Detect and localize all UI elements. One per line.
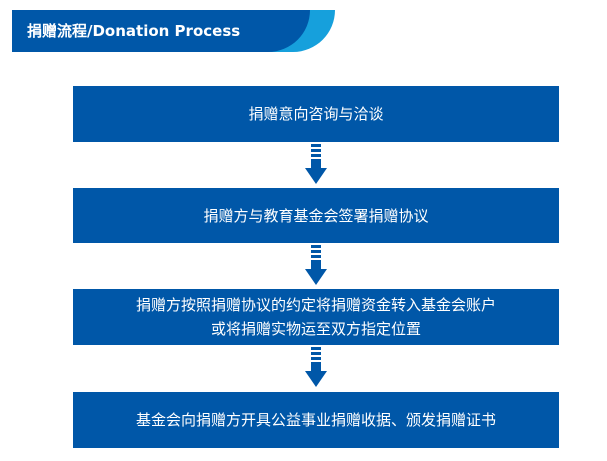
step-1: 捐赠意向咨询与洽谈 [73, 86, 559, 142]
header-background [12, 10, 310, 52]
step-4-text: 基金会向捐赠方开具公益事业捐赠收据、颁发捐赠证书 [135, 411, 496, 429]
step-2: 捐赠方与教育基金会签署捐赠协议 [73, 188, 559, 243]
step-3-text-line1: 捐赠方按照捐赠协议的约定将捐赠资金转入基金会账户 [135, 296, 496, 314]
step-2-text: 捐赠方与教育基金会签署捐赠协议 [203, 206, 429, 225]
down-arrow-icon [305, 144, 327, 184]
section-header: 捐赠流程/Donation Process [12, 10, 335, 52]
step-3-text-line2: 或将捐赠实物运至双方指定位置 [210, 320, 421, 338]
step-1-text: 捐赠意向咨询与洽谈 [248, 105, 384, 123]
page-title: 捐赠流程/Donation Process [27, 22, 241, 40]
step-3: 捐赠方按照捐赠协议的约定将捐赠资金转入基金会账户或将捐赠实物运至双方指定位置 [73, 289, 559, 345]
down-arrow-icon [305, 245, 327, 285]
step-4: 基金会向捐赠方开具公益事业捐赠收据、颁发捐赠证书 [73, 392, 559, 448]
down-arrow-icon [305, 347, 327, 387]
